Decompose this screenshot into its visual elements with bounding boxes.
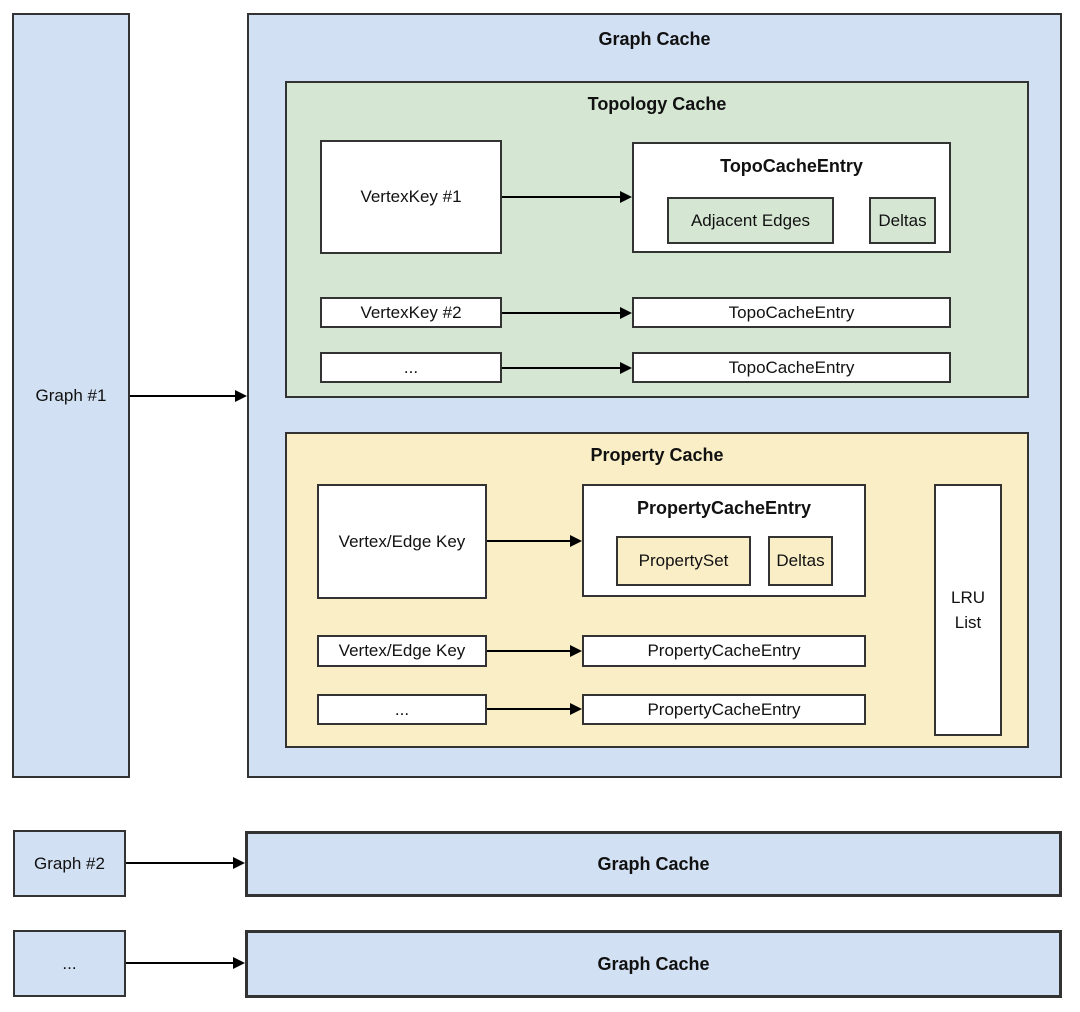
topocacheentry2-label: TopoCacheEntry [728,302,855,322]
property-deltas-node: Deltas [768,536,833,586]
connector-graph1-to-graph-cache [130,390,247,402]
graph1-node: Graph #1 [12,13,130,778]
lru-list-node: LRU List [934,484,1002,736]
property-cache-container: Property Cache Vertex/Edge Key PropertyC… [285,432,1029,748]
adjacent-edges-node: Adjacent Edges [667,197,834,244]
vertex-edge-key1-node: Vertex/Edge Key [317,484,487,599]
graph-cache2-label: Graph Cache [597,853,710,874]
vertexkey1-node: VertexKey #1 [320,140,502,254]
vertex-edge-key2-node: Vertex/Edge Key [317,635,487,667]
connector-vertexkey2-to-entry [502,307,632,319]
vertex-edge-ellipsis-node: ... [317,694,487,725]
graph1-label: Graph #1 [35,385,107,405]
graph-ellipsis-node: ... [13,930,126,997]
graph2-label: Graph #2 [34,853,105,873]
topocacheentry-detail-node: TopoCacheEntry Adjacent Edges Deltas [632,142,951,253]
lru-list-label-line1: LRU [950,588,985,607]
graph2-node: Graph #2 [13,830,126,897]
vertexkey1-label: VertexKey #1 [360,187,462,206]
topo-deltas-label: Deltas [878,210,927,230]
connector-graph-ellipsis-to-cache [126,957,245,969]
graph-cache-title: Graph Cache [598,29,711,49]
vertex-edge-key2-label: Vertex/Edge Key [338,641,466,660]
topocacheentry3-label: TopoCacheEntry [728,357,855,377]
connector-vertexkey1-to-entry [502,191,632,203]
vertexkey2-label: VertexKey #2 [360,302,462,322]
topocacheentry2-node: TopoCacheEntry [632,297,951,328]
topocacheentry-detail-title: TopoCacheEntry [720,156,863,176]
propertycacheentry3-label: PropertyCacheEntry [647,699,801,719]
graph-cache2-node: Graph Cache [245,831,1062,897]
topo-deltas-node: Deltas [869,197,936,244]
vertexkey-ellipsis-node: ... [320,352,502,383]
vertex-edge-ellipsis-label: ... [394,699,410,719]
topology-cache-container: Topology Cache VertexKey #1 TopoCacheEnt… [285,81,1029,398]
lru-list-label-line2: List [954,613,982,632]
vertex-edge-key1-label: Vertex/Edge Key [338,531,466,551]
property-deltas-label: Deltas [776,551,825,570]
propertycacheentry2-label: PropertyCacheEntry [647,641,801,660]
propertycacheentry-detail-node: PropertyCacheEntry PropertySet Deltas [582,484,866,597]
graph-ellipsis-label: ... [62,953,77,973]
connector-vekey-ellipsis-to-entry [487,703,582,715]
topology-cache-title: Topology Cache [587,94,727,114]
vertexkey2-node: VertexKey #2 [320,297,502,328]
connector-vekey2-to-entry [487,645,582,657]
topocacheentry3-node: TopoCacheEntry [632,352,951,383]
connector-graph2-to-cache [126,857,245,869]
property-cache-title: Property Cache [590,445,724,465]
vertexkey-ellipsis-label: ... [403,357,419,377]
propertycacheentry-detail-title: PropertyCacheEntry [636,498,812,518]
graph-cache3-node: Graph Cache [245,930,1062,998]
propertyset-label: PropertySet [638,551,729,570]
graph-cache3-label: Graph Cache [597,953,710,974]
adjacent-edges-label: Adjacent Edges [690,210,811,230]
connector-vekey1-to-entry [487,535,582,547]
graph-cache-container: Graph Cache Topology Cache VertexKey #1 … [247,13,1062,778]
connector-vertexkey-ellipsis-to-entry [502,362,632,374]
propertyset-node: PropertySet [616,536,751,586]
propertycacheentry3-node: PropertyCacheEntry [582,694,866,725]
propertycacheentry2-node: PropertyCacheEntry [582,635,866,667]
